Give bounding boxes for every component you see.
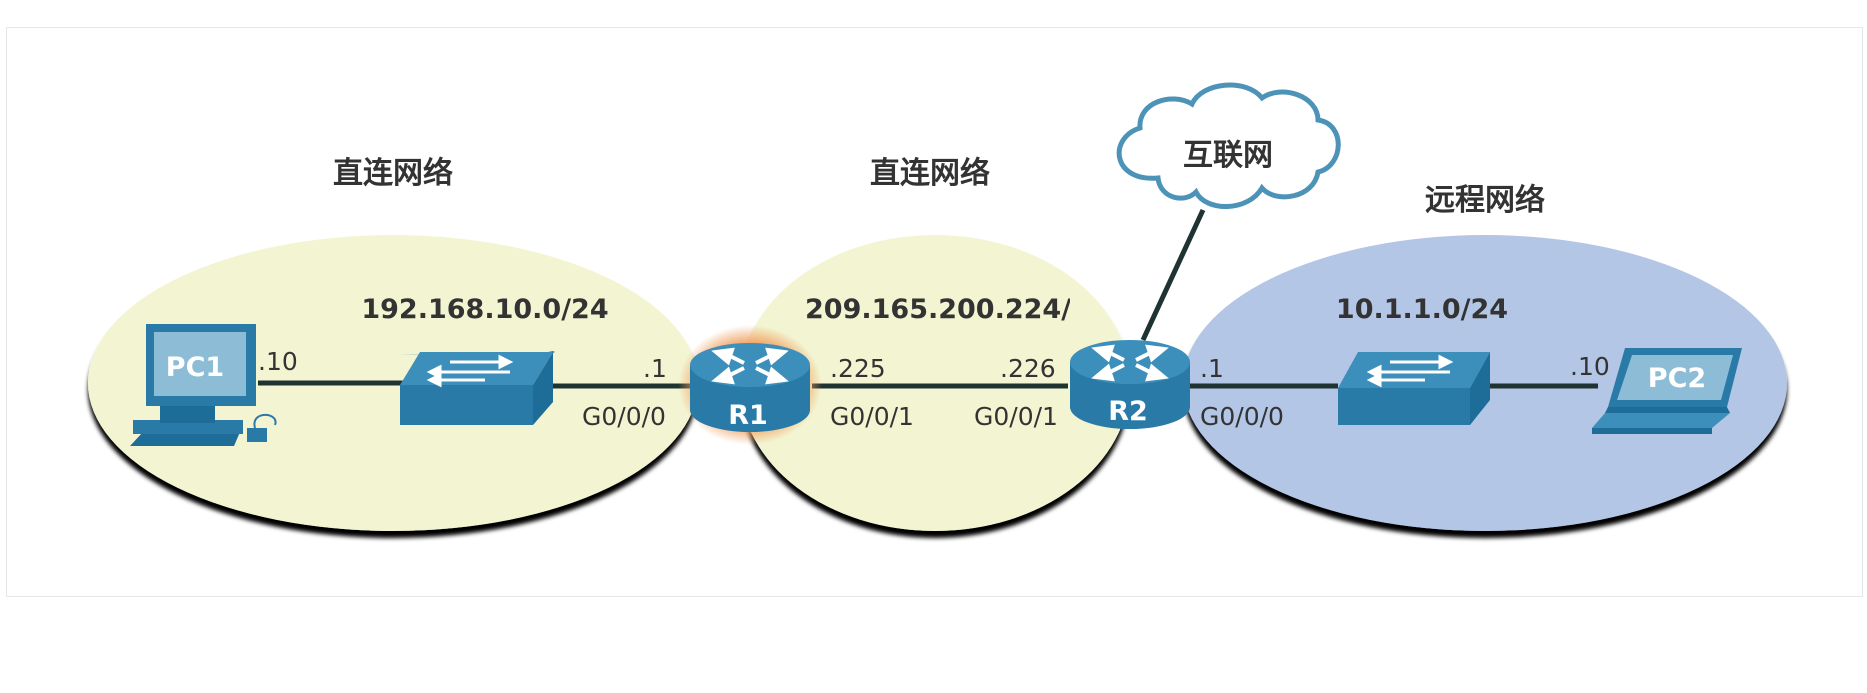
pc2-host-address: .10 [1570,352,1610,381]
pc1-desktop-icon [130,324,277,446]
title-middle-directly-connected: 直连网络 [870,156,990,191]
link-r2-internet [1140,208,1206,342]
r1-interface-left: G0/0/0 [582,402,666,431]
links [258,208,1598,389]
switch2-icon [1338,352,1490,425]
subnet-left: 192.168.10.0/24 [361,294,608,325]
internet-label: 互联网 [1183,138,1273,173]
title-left-directly-connected: 直连网络 [333,156,453,191]
pc1-label: PC1 [166,352,224,383]
r2-interface-left: G0/0/1 [974,402,1058,431]
r1-wan-address: .225 [830,354,886,383]
router-r1-icon [678,325,822,445]
wan-area [740,235,1130,531]
switch1-icon [398,351,555,425]
subnet-right: 10.1.1.0/24 [1336,294,1508,325]
router-r2-icon [1070,340,1190,429]
pc2-label: PC2 [1648,363,1706,394]
r2-label: R2 [1108,396,1148,427]
r1-lan-address: .1 [643,354,667,383]
r1-label: R1 [728,400,768,431]
r1-interface-right: G0/0/1 [830,402,914,431]
r2-interface-right: G0/0/0 [1200,402,1284,431]
internet-cloud-icon [1116,82,1341,209]
title-right-remote: 远程网络 [1425,183,1545,218]
r2-lan-address: .1 [1200,354,1224,383]
r2-wan-address: .226 [1000,354,1056,383]
pc2-laptop-icon [1592,348,1742,434]
pc1-host-address: .10 [258,347,298,376]
subnet-middle: 209.165.200.224/3 [805,294,1090,325]
